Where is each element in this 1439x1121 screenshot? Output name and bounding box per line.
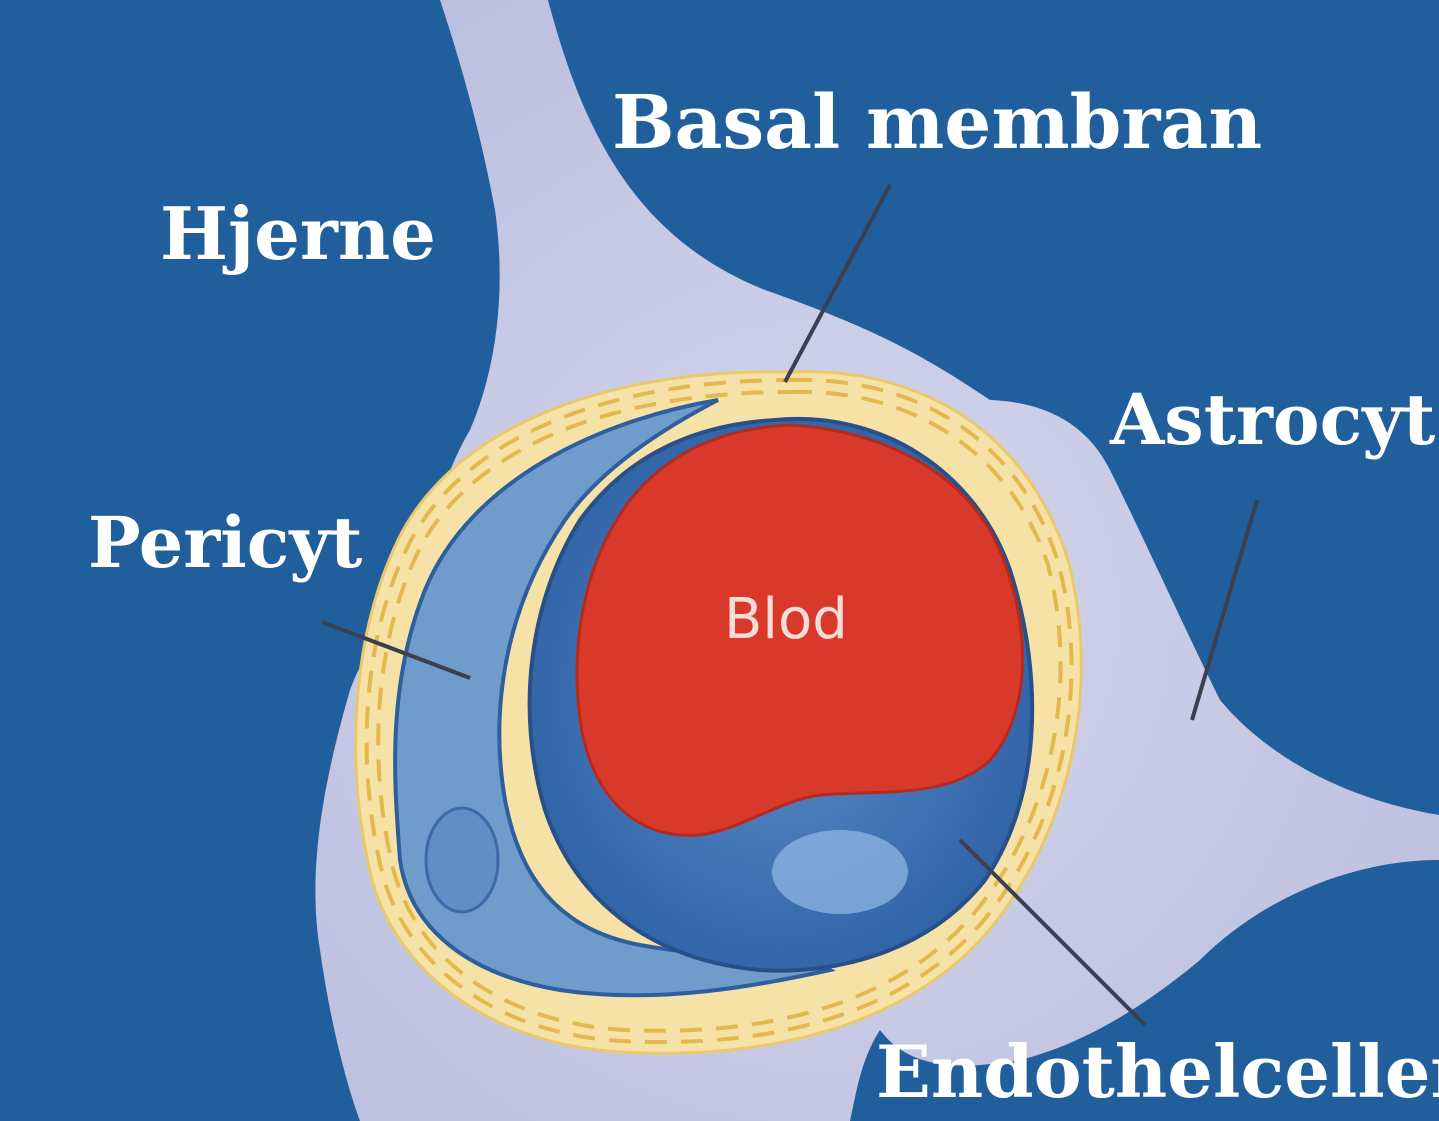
astrocyte-leader xyxy=(1192,500,1257,720)
label-pericyte: Pericyt xyxy=(88,508,362,578)
endothelial-nucleus xyxy=(772,830,908,914)
label-brain: Hjerne xyxy=(160,198,436,270)
pericyte-nucleus xyxy=(426,808,498,912)
label-endothelial-cells: Endothelceller xyxy=(876,1036,1439,1108)
label-basement-membrane: Basal membran xyxy=(612,86,1262,160)
label-astrocyte: Astrocyt xyxy=(1110,385,1435,455)
label-blood: Blod xyxy=(724,592,848,648)
